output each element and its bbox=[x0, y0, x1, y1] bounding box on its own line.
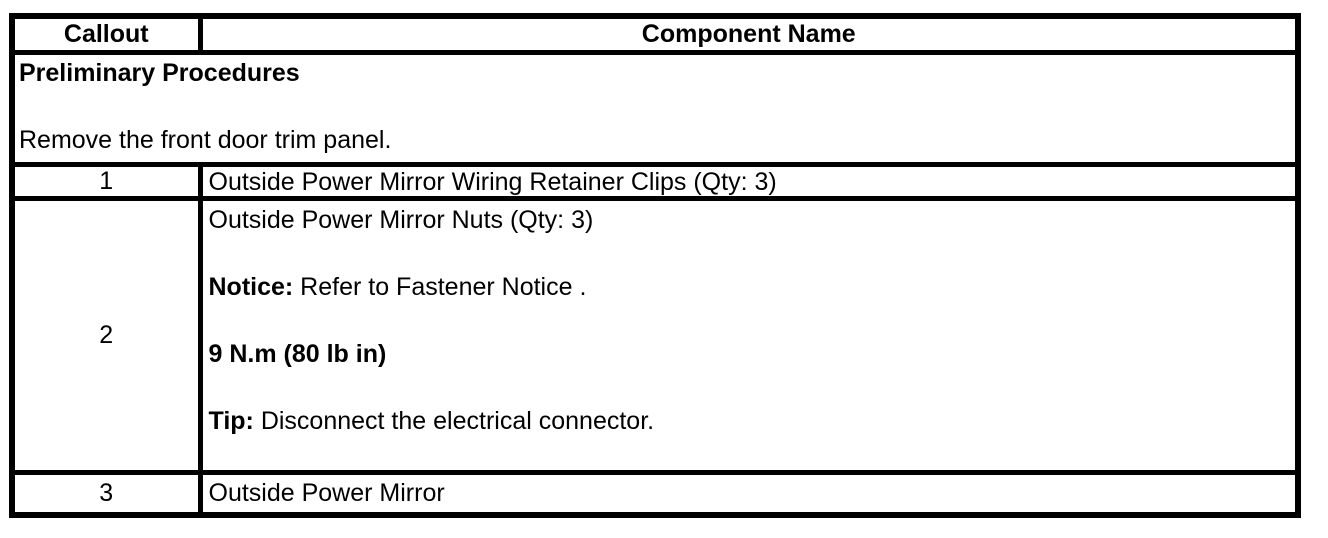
tip-line: Tip: Disconnect the electrical connector… bbox=[209, 407, 1286, 435]
torque-spec-text: 9 N.m (80 lb in) bbox=[208, 340, 387, 368]
callout-number-2: 2 bbox=[9, 196, 203, 475]
component-name-text: Outside Power Mirror bbox=[208, 479, 445, 508]
component-name-cell-3: Outside Power Mirror bbox=[197, 470, 1301, 517]
table-row-3: 3 Outside Power Mirror bbox=[9, 470, 1301, 517]
notice-label: Notice: bbox=[208, 273, 294, 301]
component-name-cell-2: Outside Power Mirror Nuts (Qty: 3) Notic… bbox=[197, 196, 1301, 475]
table-row-2: 2 Outside Power Mirror Nuts (Qty: 3) Not… bbox=[9, 196, 1301, 475]
callout-number-3: 3 bbox=[9, 470, 203, 517]
column-header-callout: Callout bbox=[9, 13, 203, 55]
preliminary-procedures-cell: Preliminary Procedures Remove the front … bbox=[9, 50, 1301, 167]
tip-text: Disconnect the electrical connector. bbox=[253, 407, 655, 435]
preliminary-procedures-row: Preliminary Procedures Remove the front … bbox=[9, 50, 1301, 167]
preliminary-procedures-instruction: Remove the front door trim panel. bbox=[19, 126, 392, 154]
callout-component-table: Callout Component Name Preliminary Proce… bbox=[9, 13, 1301, 518]
notice-line: Notice: Refer to Fastener Notice . bbox=[209, 273, 1286, 301]
preliminary-procedures-title: Preliminary Procedures bbox=[19, 59, 300, 87]
column-header-component-name: Component Name bbox=[197, 13, 1301, 55]
component-name-text: Outside Power Mirror Nuts (Qty: 3) bbox=[208, 206, 594, 234]
component-name-cell-1: Outside Power Mirror Wiring Retainer Cli… bbox=[197, 162, 1301, 201]
table-header-row: Callout Component Name bbox=[9, 13, 1301, 55]
notice-text: Refer to Fastener Notice . bbox=[293, 273, 587, 301]
component-name-text: Outside Power Mirror Wiring Retainer Cli… bbox=[208, 167, 777, 196]
table-row-1: 1 Outside Power Mirror Wiring Retainer C… bbox=[9, 162, 1301, 201]
callout-number-1: 1 bbox=[9, 162, 203, 201]
tip-label: Tip: bbox=[208, 407, 254, 435]
